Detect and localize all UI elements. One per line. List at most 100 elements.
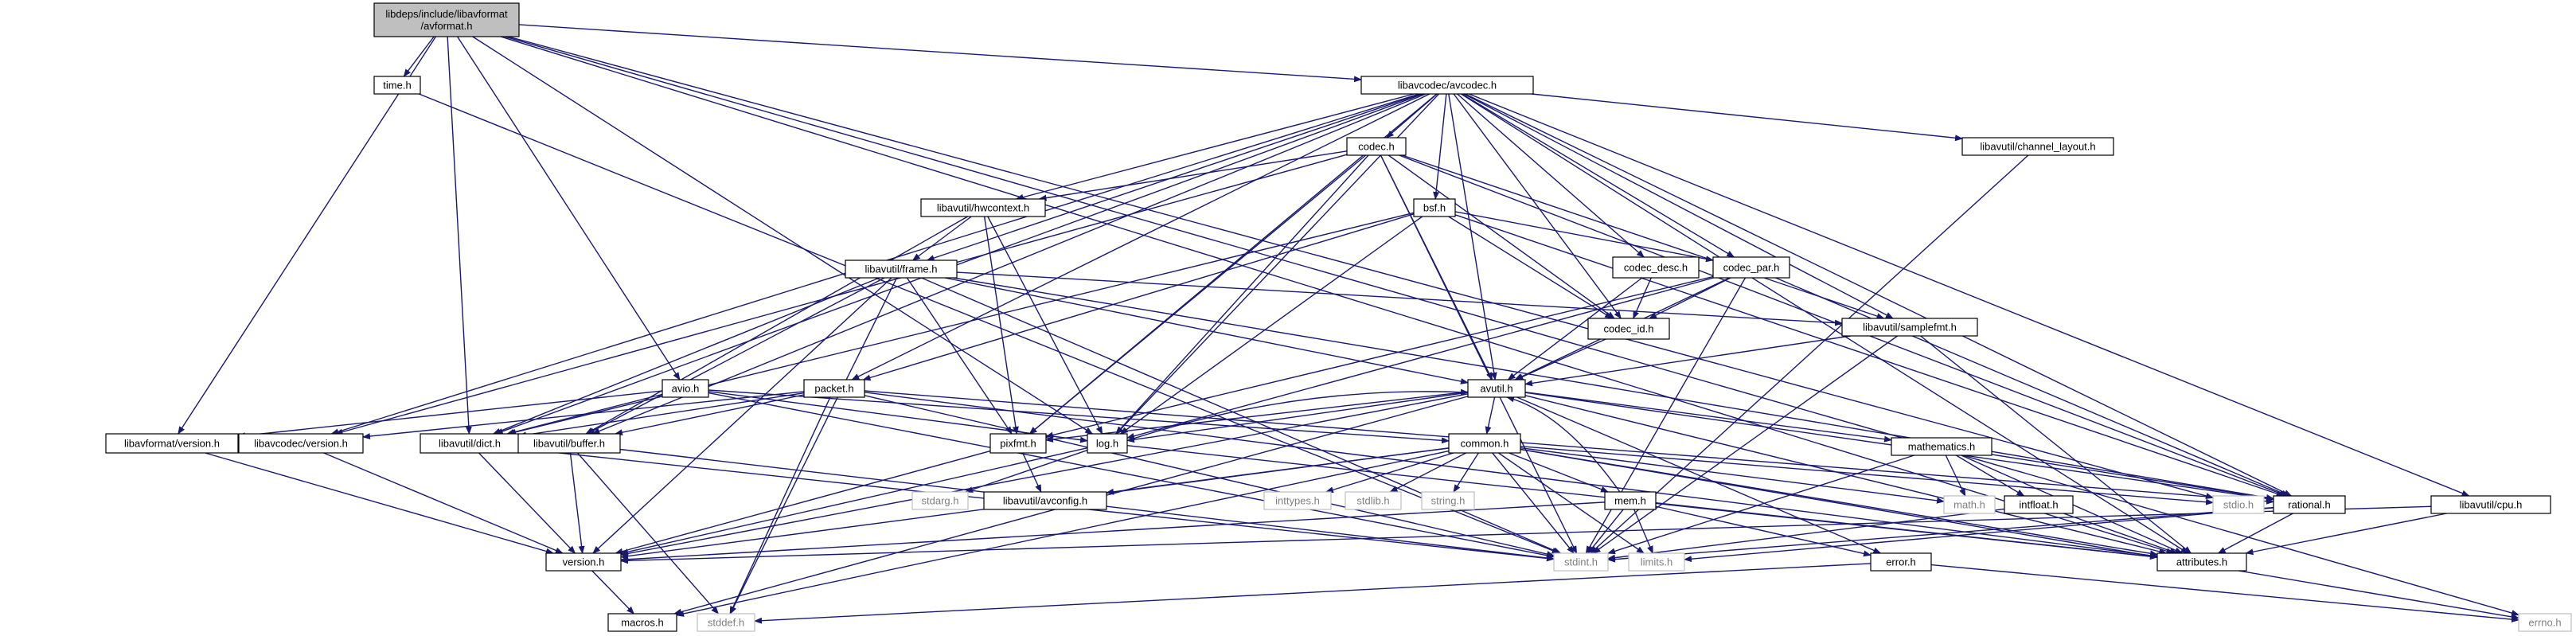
node-macros-box	[607, 613, 677, 632]
edge-pixfmt-to-version	[615, 450, 991, 555]
node-stdio-label: stdio.h	[2223, 499, 2254, 511]
node-lfversion[interactable]: libavformat/version.h	[105, 433, 239, 454]
node-math-label: math.h	[1953, 499, 1985, 511]
node-codec_desc-box	[1612, 256, 1700, 279]
node-chlayout[interactable]: libavutil/channel_layout.h	[1961, 137, 2114, 156]
edge-pixfmt-to-avconfig	[1022, 452, 1042, 493]
edge-samplefmt-to-attributes	[1920, 335, 2192, 554]
node-math: math.h	[1943, 495, 1996, 514]
node-codec[interactable]: codec.h	[1346, 137, 1407, 156]
node-rational-box	[2273, 495, 2346, 514]
node-samplefmt[interactable]: libavutil/samplefmt.h	[1841, 318, 1978, 337]
edge-codec-to-pixfmt	[1028, 154, 1367, 435]
node-mem[interactable]: mem.h	[1604, 491, 1657, 510]
node-error[interactable]: error.h	[1870, 552, 1932, 572]
node-frame-box	[845, 259, 958, 279]
node-root[interactable]: libdeps/include/libavformat/avformat.h	[373, 2, 520, 37]
edge-frame-to-buffer	[586, 277, 885, 435]
node-limits: limits.h	[1628, 552, 1685, 572]
node-codec-box	[1346, 137, 1407, 156]
node-stdio: stdio.h	[2212, 495, 2265, 514]
node-time[interactable]: time.h	[373, 76, 421, 95]
node-pixfmt-box	[989, 433, 1047, 454]
edge-bsf-to-log	[1119, 216, 1423, 435]
node-log-label: log.h	[1096, 438, 1118, 450]
edge-codec-to-lcversion	[334, 154, 1348, 435]
edge-common-to-attributes	[1520, 448, 2158, 557]
node-avcodec-box	[1360, 76, 1534, 95]
edge-rational-to-stdint	[1607, 506, 2274, 563]
node-version[interactable]: version.h	[545, 552, 622, 572]
edge-codec_par-to-stdint	[1585, 277, 1747, 554]
edge-cpu-to-attributes	[2245, 513, 2447, 556]
edge-root-to-dict	[447, 36, 472, 435]
edge-dict-to-version	[478, 452, 576, 554]
edge-codec_desc-to-avutil	[1507, 277, 1643, 380]
node-common-label: common.h	[1461, 438, 1509, 450]
edge-avutil-to-version	[620, 393, 1469, 557]
edge-avcodec-to-cpu	[1469, 93, 2470, 497]
edge-log-to-version	[620, 447, 1088, 556]
node-chlayout-label: libavutil/channel_layout.h	[1980, 141, 2095, 153]
node-common-box	[1448, 433, 1521, 454]
node-error-box	[1870, 552, 1932, 572]
edge-intfloat-to-attributes	[2063, 513, 2178, 554]
node-avcodec[interactable]: libavcodec/avcodec.h	[1360, 76, 1534, 95]
node-mem-label: mem.h	[1614, 495, 1646, 507]
node-packet-box	[803, 379, 865, 398]
node-cpu[interactable]: libavutil/cpu.h	[2430, 495, 2551, 514]
node-avutil[interactable]: avutil.h	[1467, 379, 1526, 398]
node-mathematics[interactable]: mathematics.h	[1891, 437, 1992, 456]
node-hwcontext[interactable]: libavutil/hwcontext.h	[920, 198, 1046, 217]
edge-avio-to-lfversion	[237, 390, 663, 439]
node-avio[interactable]: avio.h	[662, 379, 709, 398]
edge-common-to-stdio	[1520, 445, 2214, 505]
edge-frame-to-version	[592, 277, 892, 554]
node-buffer[interactable]: libavutil/buffer.h	[517, 433, 621, 454]
node-cpu-box	[2430, 495, 2551, 514]
node-dict[interactable]: libavutil/dict.h	[420, 433, 520, 454]
node-lcversion-box	[238, 433, 364, 454]
node-codec_id[interactable]: codec_id.h	[1587, 318, 1670, 340]
node-packet-label: packet.h	[814, 383, 853, 395]
edge-codec_par-to-rational	[1775, 277, 2290, 497]
node-avio-box	[662, 379, 709, 398]
node-chlayout-box	[1961, 137, 2114, 156]
node-avconfig[interactable]: libavutil/avconfig.h	[983, 491, 1107, 510]
node-time-label: time.h	[383, 80, 411, 92]
edge-samplefmt-to-stdint	[1592, 335, 1899, 554]
edge-codec-to-codec_id	[1388, 154, 1615, 319]
node-avconfig-box	[983, 491, 1107, 510]
node-samplefmt-box	[1841, 318, 1978, 337]
node-codec_par[interactable]: codec_par.h	[1712, 256, 1790, 279]
node-macros[interactable]: macros.h	[607, 613, 677, 632]
node-log[interactable]: log.h	[1087, 433, 1128, 454]
node-frame[interactable]: libavutil/frame.h	[845, 259, 958, 279]
edge-frame-to-stddef	[729, 277, 898, 615]
node-mem-box	[1604, 491, 1657, 510]
node-errno-box	[2518, 613, 2572, 632]
node-bsf[interactable]: bsf.h	[1413, 198, 1456, 217]
edge-rational-to-limits	[1684, 507, 2274, 563]
edge-avio-to-stdint	[708, 392, 1555, 559]
node-codec_desc[interactable]: codec_desc.h	[1612, 256, 1700, 279]
edge-version-to-macros	[591, 570, 634, 615]
node-rational[interactable]: rational.h	[2273, 495, 2346, 514]
node-lcversion[interactable]: libavcodec/version.h	[238, 433, 364, 454]
node-packet[interactable]: packet.h	[803, 379, 865, 398]
node-pixfmt[interactable]: pixfmt.h	[989, 433, 1047, 454]
edge-mathematics-to-math	[1945, 455, 1966, 497]
node-dict-label: libavutil/dict.h	[439, 438, 501, 450]
node-intfloat[interactable]: intfloat.h	[2004, 495, 2074, 514]
node-codec_par-label: codec_par.h	[1723, 262, 1780, 274]
node-stdio-box	[2212, 495, 2265, 514]
node-hwcontext-box	[920, 198, 1046, 217]
edge-root-to-errno	[504, 36, 2519, 616]
node-errno: errno.h	[2518, 613, 2572, 632]
node-attributes[interactable]: attributes.h	[2156, 552, 2247, 572]
edge-common-to-errno	[1520, 448, 2519, 620]
node-lfversion-label: libavformat/version.h	[124, 438, 220, 450]
edge-bsf-to-dict	[508, 212, 1415, 435]
node-common[interactable]: common.h	[1448, 433, 1521, 454]
node-string-box	[1421, 491, 1475, 510]
